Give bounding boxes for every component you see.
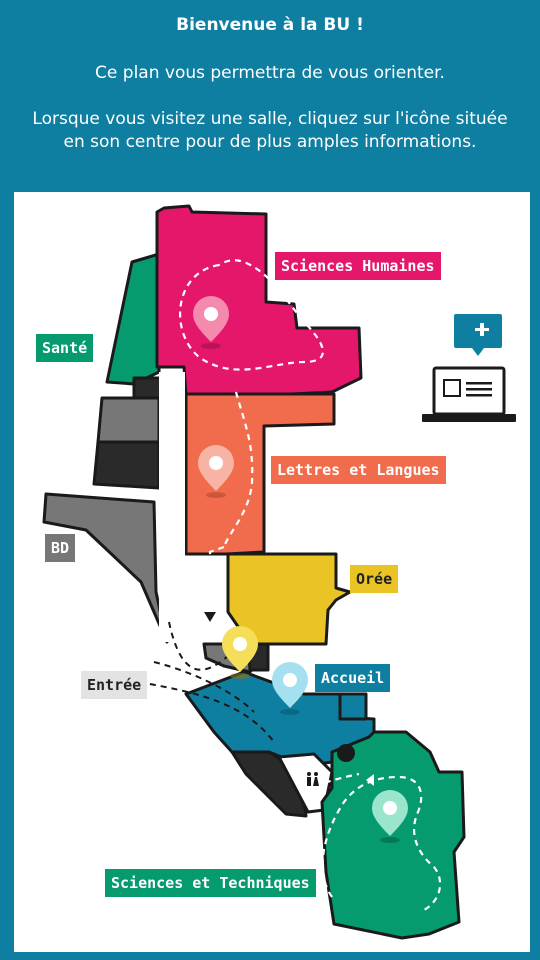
intro-text: Ce plan vous permettra de vous orienter.	[95, 63, 445, 83]
label-entree[interactable]: Entrée	[81, 671, 148, 699]
location-pin-icon[interactable]	[198, 445, 234, 498]
path-arrows	[204, 600, 216, 610]
room-sciences-techniques[interactable]	[320, 730, 466, 940]
entry-path	[138, 621, 275, 743]
toilets-icon	[307, 772, 319, 786]
label-accueil[interactable]: Accueil	[315, 664, 391, 692]
laptop-add-icon[interactable]	[422, 314, 516, 422]
room-grey-block	[96, 396, 161, 444]
label-sciences-humaines[interactable]: Sciences Humaines	[275, 252, 441, 280]
label-bd[interactable]: BD	[45, 534, 76, 562]
label-sciences-techniques[interactable]: Sciences et Techniques	[105, 869, 316, 897]
label-lettres-langues[interactable]: Lettres et Langues	[271, 456, 446, 484]
room-lettres-langues[interactable]	[184, 392, 336, 556]
room-dark-block-2	[92, 440, 161, 490]
walking-path	[179, 259, 442, 911]
instruction-text: Lorsque vous visitez une salle, cliquez …	[32, 109, 508, 152]
room-sciences-humaines[interactable]	[155, 204, 363, 396]
location-pin-icon[interactable]	[272, 662, 308, 715]
room-bd[interactable]	[42, 492, 169, 644]
location-pin-icon[interactable]	[193, 296, 229, 349]
label-sante[interactable]: Santé	[36, 334, 94, 362]
location-pin-icon[interactable]	[222, 626, 258, 679]
floor-plan-svg	[42, 204, 516, 940]
room-accueil-annex	[338, 692, 368, 721]
corridor	[159, 372, 185, 642]
label-oree[interactable]: Orée	[350, 565, 399, 593]
room-sante[interactable]	[105, 252, 161, 386]
arrow-icon	[204, 612, 216, 622]
location-pin-icon[interactable]	[372, 790, 408, 843]
arrow-icon	[366, 774, 374, 786]
floor-map: Sciences Humaines Santé Lettres et Langu…	[14, 192, 530, 952]
stairs-marker-icon	[337, 744, 355, 762]
header: Bienvenue à la BU ! Ce plan vous permett…	[0, 0, 540, 192]
page-title: Bienvenue à la BU !	[176, 15, 364, 35]
